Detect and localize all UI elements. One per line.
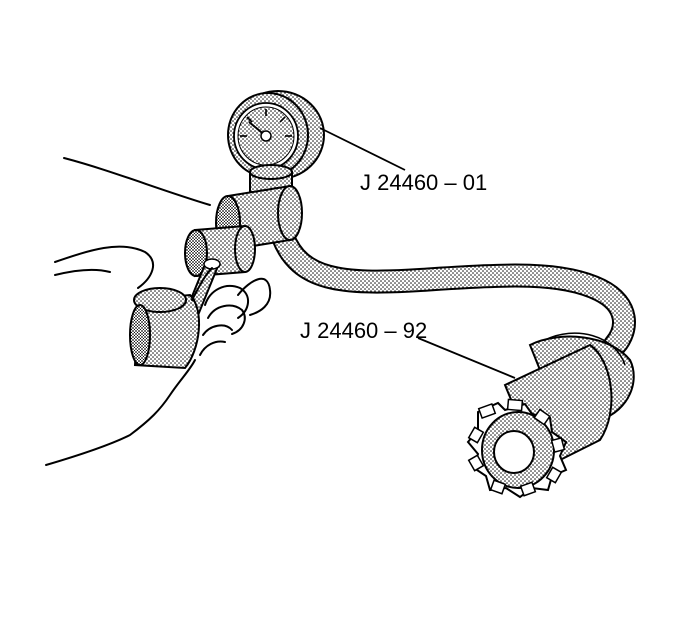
- callout-label-gauge: J 24460 – 01: [360, 170, 488, 195]
- hand-pump-icon: [129, 184, 303, 370]
- leader-line-gauge: [319, 127, 406, 171]
- leader-line-adapter: [417, 337, 516, 379]
- pressure-hose: [271, 225, 636, 357]
- callout-label-adapter: J 24460 – 92: [300, 318, 428, 343]
- hand-outline: [45, 157, 272, 466]
- pressure-gauge-icon: [227, 90, 325, 193]
- cap-adapter-icon: [466, 332, 635, 499]
